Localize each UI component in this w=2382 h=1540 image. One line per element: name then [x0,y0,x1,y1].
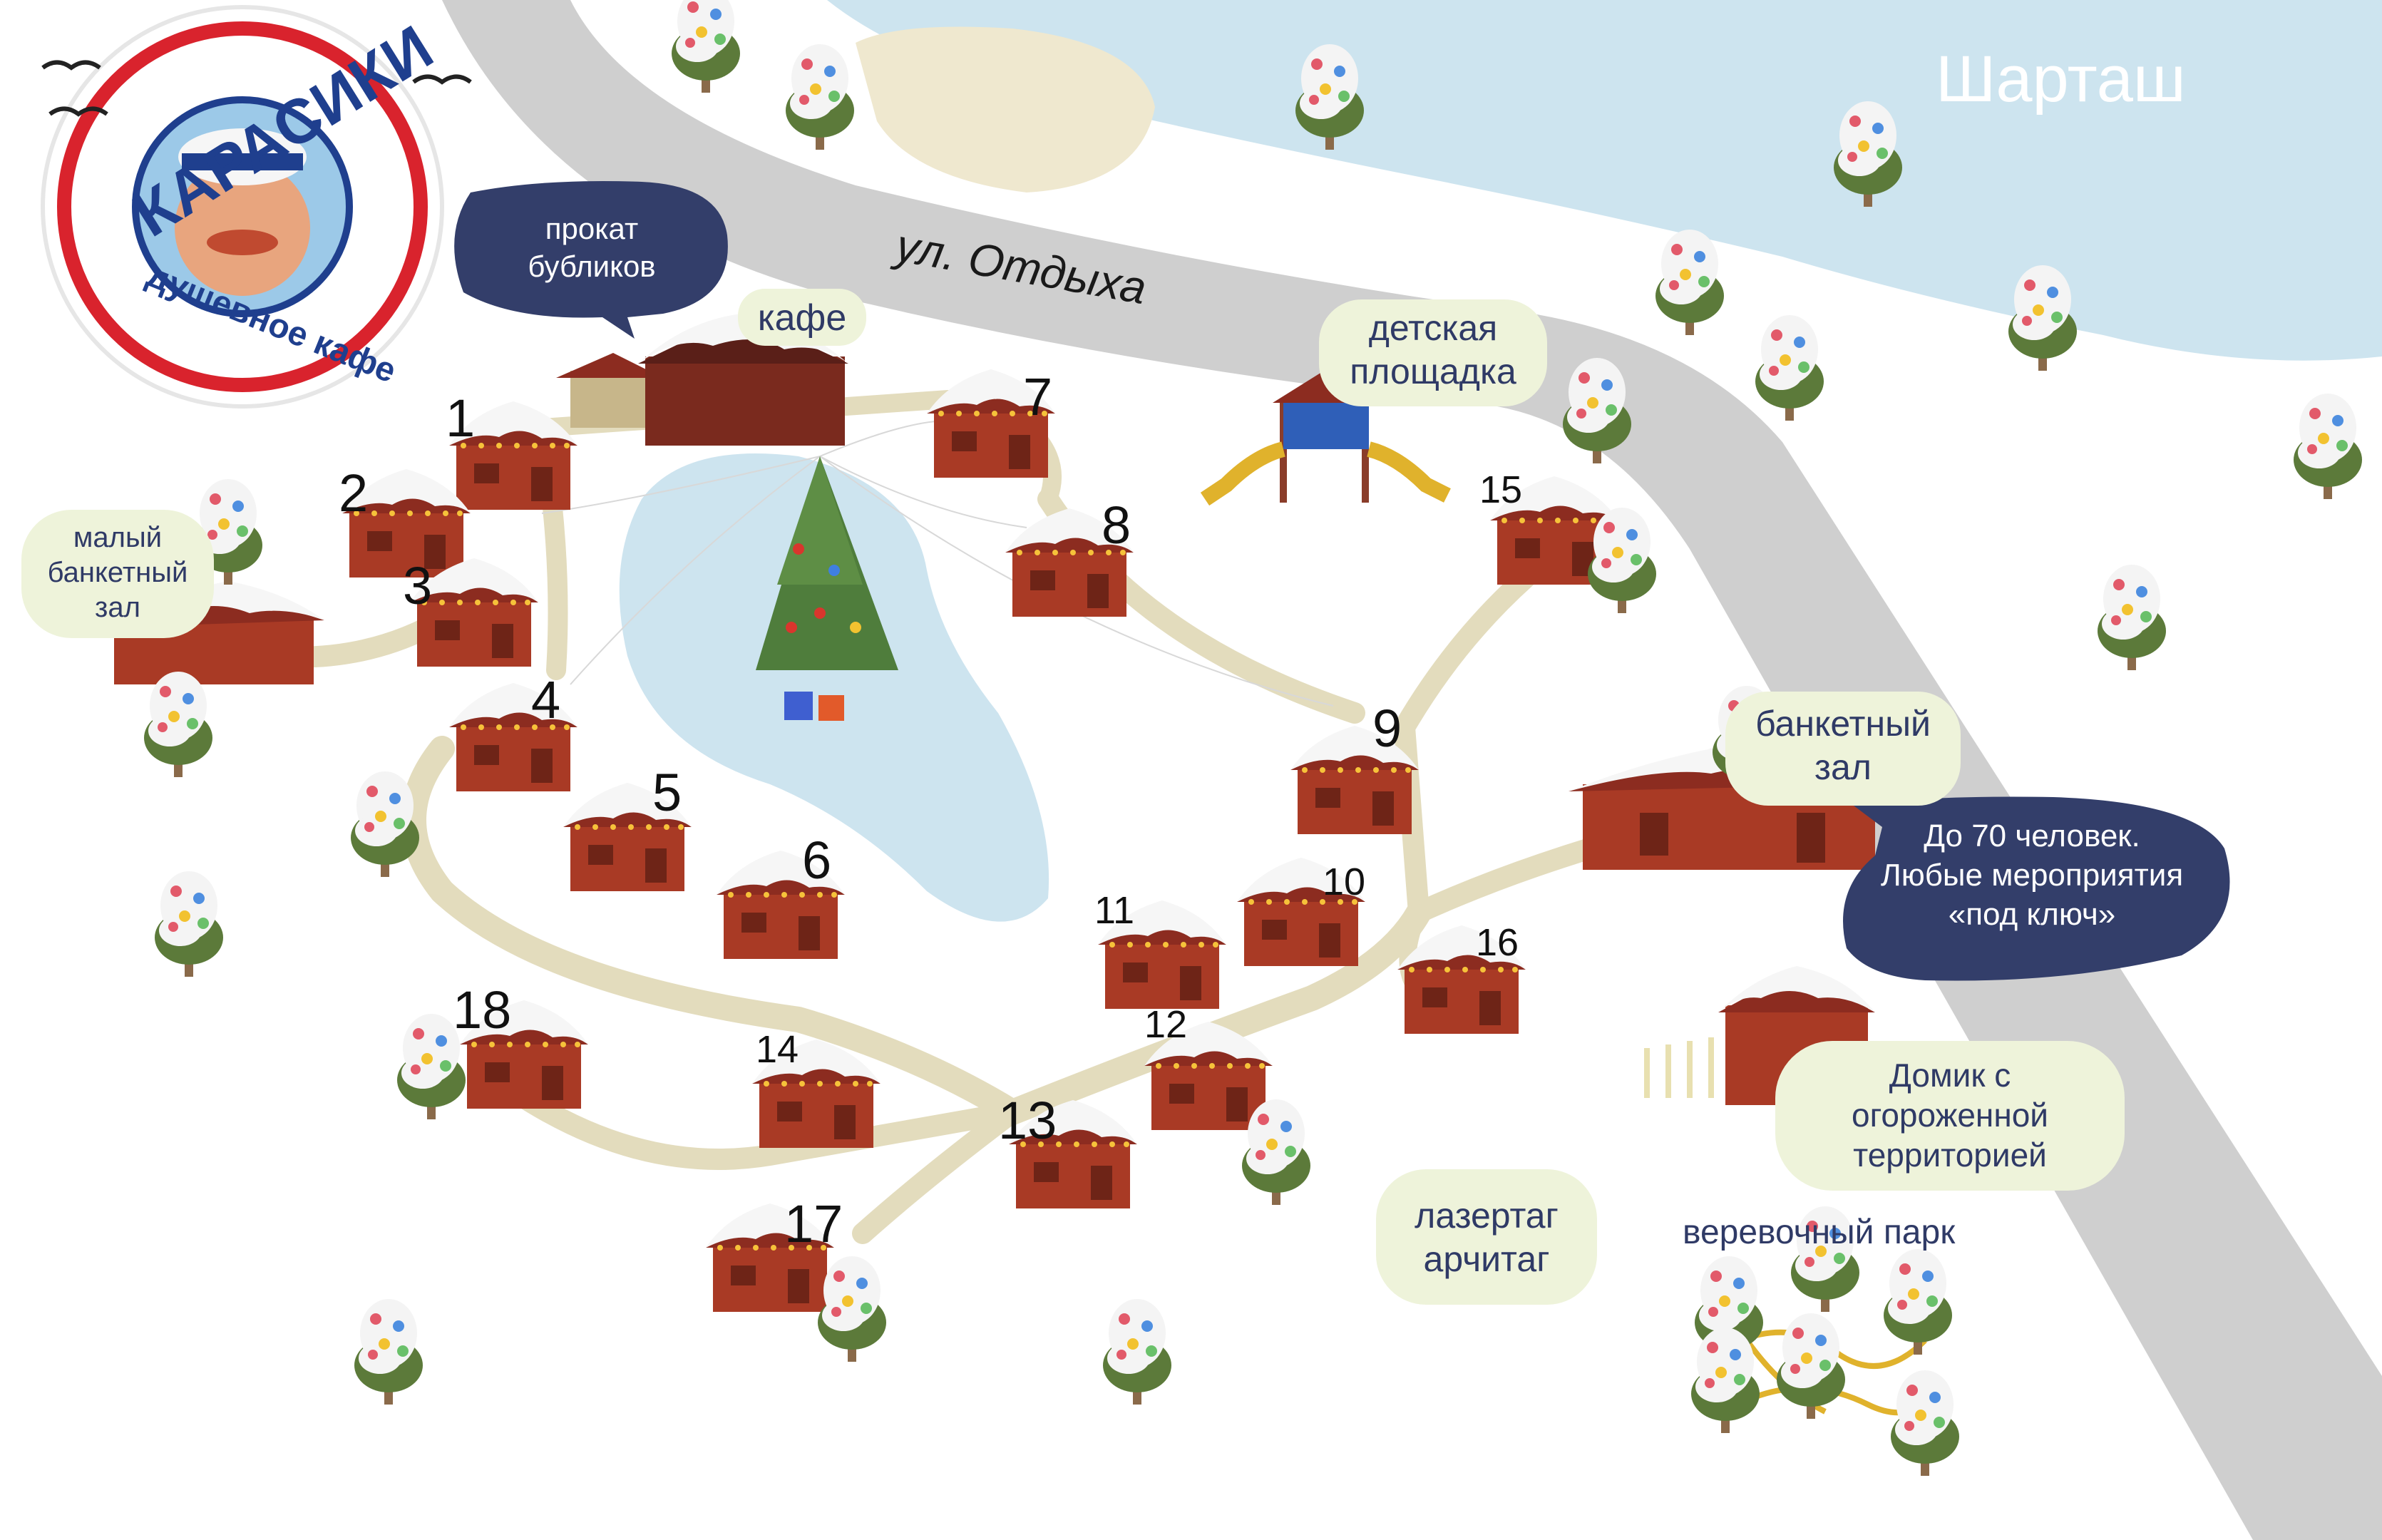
tree [1691,1328,1760,1433]
house-number: 14 [756,1028,799,1071]
lasertag-label-bubble [1376,1169,1597,1305]
house-number: 10 [1323,861,1366,903]
tree [818,1256,886,1362]
playground-label: детская площадка [1350,308,1516,391]
lake-label: Шарташ [1936,43,2186,115]
tree [2008,265,2077,371]
banquet-hall-label: банкетный зал [1755,704,1931,787]
tree [1891,1370,1959,1476]
tree [144,672,212,777]
house-number: 7 [1023,367,1053,426]
tree [1588,508,1656,613]
rental-bubble [454,181,728,339]
christmas-tree [756,456,898,721]
house-number: 1 [446,389,476,448]
house-number: 6 [802,831,832,890]
tree [1755,315,1824,421]
tree [2294,394,2362,499]
small-hall-label-bubble [21,510,214,638]
rental-label: прокат бубликов [528,212,656,283]
fenced-house-label-bubble [1775,1041,2125,1191]
tree [786,44,854,150]
house-number: 9 [1372,699,1402,758]
tree [354,1299,423,1405]
path-main [401,736,1432,1127]
cafe-label: кафе [757,297,847,339]
tree [351,771,419,877]
banquet-hall-label-bubble [1725,692,1961,806]
tree [155,871,223,977]
house-number: 11 [1094,889,1135,932]
house-number: 13 [998,1091,1057,1150]
gull-icon [41,60,101,71]
lasertag-label: лазертаг арчитаг [1415,1196,1559,1279]
house-number: 5 [652,763,682,822]
gull-icon [412,74,472,85]
rope-park-label: веревочный парк [1683,1213,1956,1251]
house-number: 3 [403,556,433,615]
tree [1242,1099,1310,1205]
playground-label-bubble [1319,299,1547,406]
gull-icon [48,106,108,117]
house-number: 2 [339,463,369,523]
fenced-house-label: Домик с огороженной территорией [1851,1057,2049,1174]
house-number: 8 [1102,496,1131,555]
banquet-info-bubble [1843,796,2230,981]
tree [1103,1299,1171,1405]
house-number: 17 [784,1194,843,1253]
karasiki-logo [41,5,472,409]
cafe-label-bubble [738,289,866,346]
tree [1884,1249,1952,1355]
house-number: 18 [453,980,512,1040]
banquet-info-label: До 70 человек. Любые мероприятия «под кл… [1880,818,2184,932]
pond [619,453,1049,922]
tree [1655,230,1724,335]
tree [1777,1313,1845,1419]
house-number: 15 [1479,468,1523,511]
cafe-building [556,314,848,446]
house-number: 12 [1144,1003,1188,1046]
tree [672,0,740,93]
house-number: 16 [1476,921,1519,964]
house-number: 4 [531,670,561,729]
lake-shartash [827,0,2382,361]
tree [2098,565,2166,670]
small-hall-label: малый банкетный зал [47,522,188,623]
